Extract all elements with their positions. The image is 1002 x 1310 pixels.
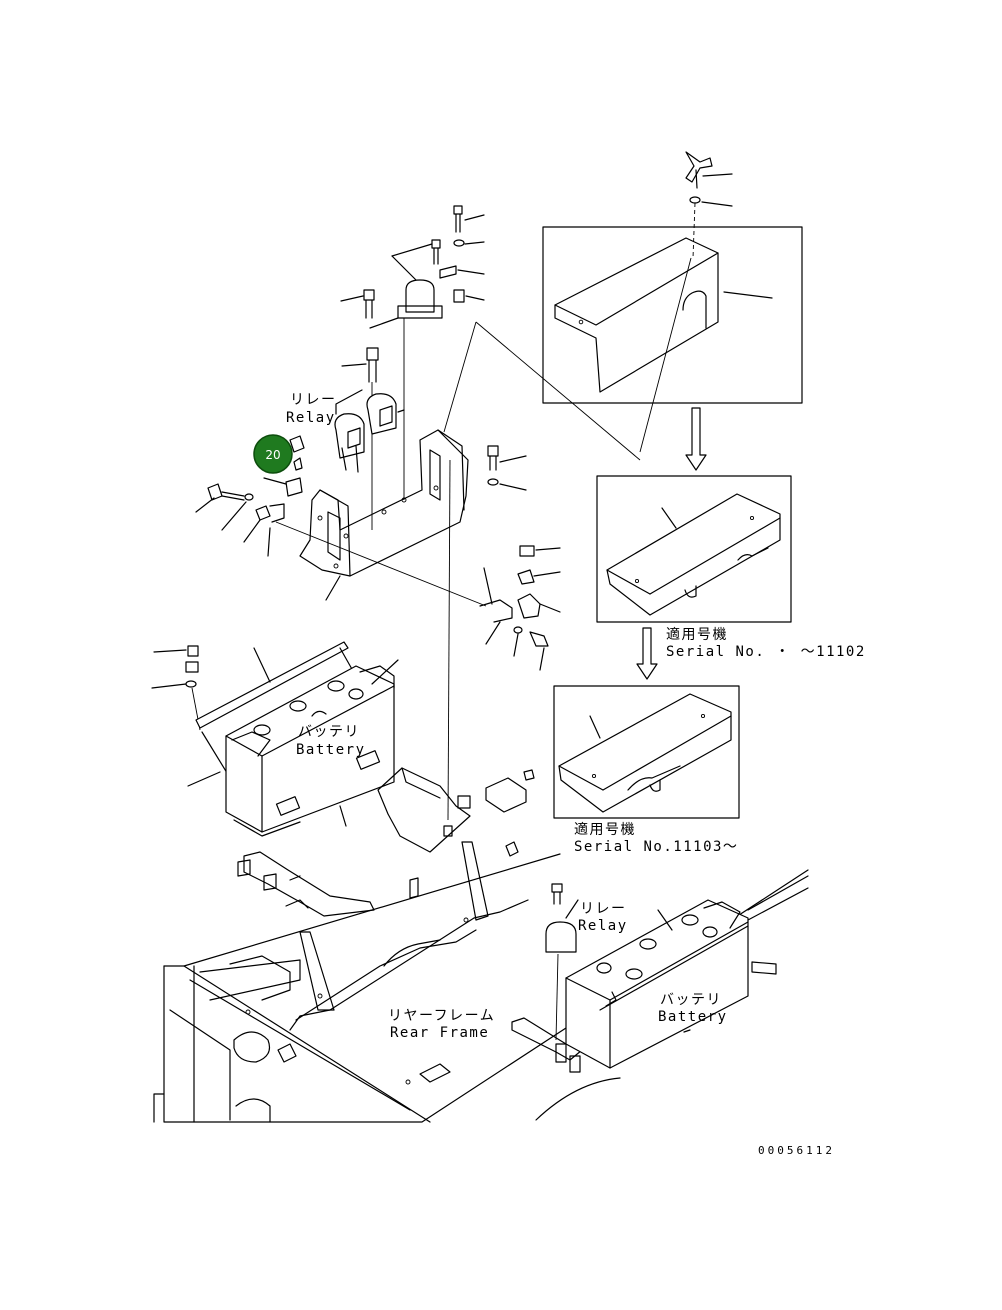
rear-frame-label-jp: リヤーフレーム [388, 1008, 495, 1024]
relay-label-bottom: リレー Relay [578, 901, 628, 934]
serial-note-2-en: Serial No.11103～ [574, 839, 738, 855]
battery-label-right: バッテリ Battery [658, 992, 728, 1025]
rear-frame-label-en: Rear Frame [390, 1025, 489, 1041]
cover-inset-middle [596, 475, 792, 623]
relay-label-top-jp: リレー [290, 392, 337, 408]
battery-label-left-jp: バッテリ [298, 724, 360, 740]
relay-label-bottom-jp: リレー [580, 901, 627, 917]
serial-note-2: 適用号機 Serial No.11103～ [574, 821, 738, 855]
callout-badge-number[interactable]: 20 [265, 448, 280, 462]
battery-label-left-en: Battery [296, 742, 366, 758]
battery-label-right-jp: バッテリ [660, 992, 722, 1008]
battery-left [151, 641, 399, 837]
serial-note-1-jp: 適用号機 [666, 626, 728, 643]
rear-frame-label: リヤーフレーム Rear Frame [388, 1008, 495, 1041]
serial-note-1-en: Serial No. ・ ～11102 [666, 644, 866, 660]
arrow-down-2 [636, 627, 658, 680]
drawing-number: 00056112 [758, 1144, 835, 1157]
battery-right [565, 875, 809, 1069]
callout-badge-circle[interactable] [253, 434, 293, 474]
cover-inset-bottom [553, 685, 740, 819]
callout-badge[interactable]: 20 [253, 434, 293, 474]
relay-label-top-en: Relay [286, 410, 336, 426]
relay-label-top: リレー Relay [286, 392, 337, 426]
rear-frame [153, 841, 809, 1123]
relay-label-bottom-en: Relay [578, 918, 628, 934]
relay-bracket-assembly [195, 205, 641, 821]
cover-inset-top [542, 151, 803, 453]
arrow-down-1 [685, 407, 707, 471]
battery-label-left: バッテリ Battery [296, 724, 366, 758]
battery-label-right-en: Battery [658, 1009, 728, 1025]
serial-note-1: 適用号機 Serial No. ・ ～11102 [666, 626, 866, 660]
serial-note-2-jp: 適用号機 [574, 821, 636, 838]
